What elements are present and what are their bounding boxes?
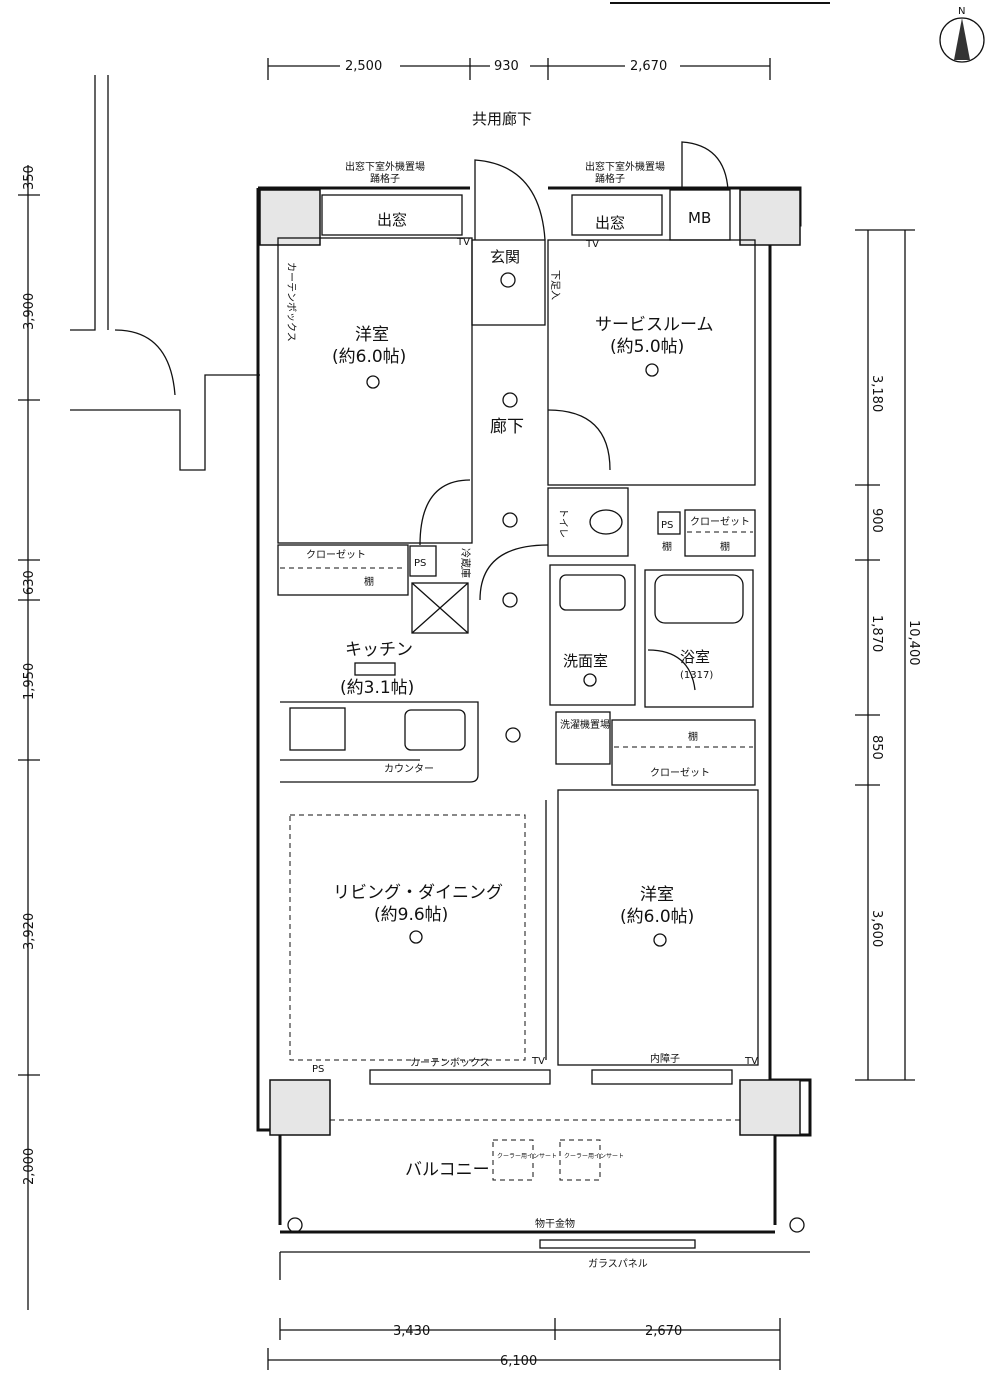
dim-bottom-1: 3,430	[393, 1324, 430, 1339]
closet-3-label: クローゼット	[650, 767, 710, 779]
ps-2-label: PS	[661, 520, 673, 531]
service-room-size: (約5.0帖)	[610, 337, 684, 357]
cooler-insert-2-label: クーラー用インサート	[564, 1153, 624, 1160]
window-bedroom-2	[591, 1069, 733, 1085]
living-dining: リビング・ダイニング (約9.6帖) カーテンボックス PS TV	[289, 800, 547, 1075]
fridge-label: 冷蔵庫	[459, 548, 472, 578]
living-size: (約9.6帖)	[374, 905, 448, 925]
bath-size: (1317)	[680, 670, 713, 681]
counter-label: カウンター	[384, 763, 434, 775]
tv-outlet-2: TV	[585, 239, 599, 250]
bay-window-right	[571, 194, 663, 236]
ps-1-label: PS	[414, 558, 426, 569]
closet-1-label: クローゼット	[306, 549, 366, 561]
bay-window-left	[321, 194, 463, 236]
hallway-label: 廊下	[490, 417, 524, 437]
bedroom-2-label: 洋室	[640, 885, 674, 905]
shelf-2-label: 棚	[662, 540, 672, 553]
dim-left-2: 3,900	[22, 293, 37, 330]
balcony-label: バルコニー	[405, 1160, 490, 1180]
dim-left-4: 1,950	[22, 663, 37, 700]
dim-left-1: 350	[22, 165, 37, 190]
entrance: 玄関 下足入	[471, 159, 561, 326]
shelf-4-label: 棚	[688, 730, 698, 743]
glass-panel-label: ガラスパネル	[588, 1258, 648, 1270]
bathroom	[644, 569, 754, 708]
cooler-insert-1-label: クーラー用インサート	[497, 1153, 557, 1160]
tv-outlet-1: TV	[456, 237, 470, 248]
dim-bottom-2: 2,670	[645, 1324, 682, 1339]
closet-2-label: クローゼット	[690, 516, 750, 528]
bay-window-left-label: 出窓	[377, 211, 407, 229]
dim-right-4: 850	[869, 735, 884, 760]
kitchen: キッチン (約3.1帖) カウンター	[280, 640, 521, 783]
dim-right-1: 3,180	[869, 375, 884, 412]
kitchen-size: (約3.1帖)	[340, 678, 414, 698]
dim-left-5: 3,920	[22, 913, 37, 950]
tv-outlet-3: TV	[531, 1056, 545, 1067]
north-compass-icon: N	[939, 6, 985, 63]
dim-top-2: 930	[494, 59, 519, 74]
dim-top-3: 2,670	[630, 59, 667, 74]
bedroom-2: 洋室 (約6.0帖) 内障子 TV	[557, 789, 759, 1067]
balcony: バルコニー クーラー用インサート クーラー用インサート 物干金物 ガラスパネル	[279, 1119, 810, 1280]
exterior-walls	[256, 186, 812, 1225]
right-dimensions: 3,180 900 1,870 850 3,600 10,400	[855, 229, 921, 1081]
living-label: リビング・ダイニング	[333, 883, 503, 903]
bedroom-1: カーテンボックス 洋室 (約6.0帖) TV	[277, 237, 473, 546]
dim-right-3: 1,870	[869, 615, 884, 652]
dim-right-2: 900	[869, 508, 884, 533]
meter-box-label: MB	[688, 209, 711, 227]
washroom	[549, 564, 636, 706]
dim-bottom-total: 6,100	[500, 1354, 537, 1369]
toilet	[547, 487, 629, 557]
dim-left-3: 630	[22, 570, 37, 595]
tv-outlet-4: TV	[744, 1056, 758, 1067]
north-label: N	[958, 6, 965, 17]
drying-hardware-label: 物干金物	[535, 1217, 575, 1230]
bedroom-2-size: (約6.0帖)	[620, 907, 694, 927]
service-room: サービスルーム (約5.0帖) TV	[547, 239, 756, 486]
curtain-box-left-label: カーテンボックス	[285, 262, 297, 342]
bay-left-note: 出窓下室外機置場	[345, 160, 425, 173]
curtain-box-bottom-label: カーテンボックス	[410, 1057, 490, 1069]
front-door[interactable]	[474, 159, 546, 241]
dim-right-total: 10,400	[906, 620, 921, 666]
dim-top-1: 2,500	[345, 59, 382, 74]
common-corridor-label: 共用廊下	[472, 110, 532, 128]
left-dimensions: 350 3,900 630 1,950 3,920 2,000	[18, 165, 40, 1310]
toilet-label: トイレ	[557, 508, 568, 538]
inner-shoji-label: 内障子	[650, 1052, 680, 1065]
bay-window-right-label: 出窓	[595, 214, 625, 232]
shelf-1-label: 棚	[364, 575, 374, 588]
bedroom-1-size: (約6.0帖)	[332, 347, 406, 367]
dim-left-6: 2,000	[22, 1148, 37, 1185]
laundry-label: 洗濯機置場	[560, 718, 610, 731]
kitchen-label: キッチン	[345, 640, 413, 660]
shoe-box-label: 下足入	[549, 270, 561, 300]
bedroom-1-label: 洋室	[355, 325, 389, 345]
bottom-dimensions: 3,430 2,670 6,100	[267, 1318, 781, 1370]
top-dimensions: 2,500 930 2,670	[267, 58, 771, 80]
bay-right-note: 出窓下室外機置場	[585, 160, 665, 173]
bay-right-lattice: 踊格子	[595, 172, 625, 185]
washroom-label: 洗面室	[563, 652, 608, 670]
entrance-label: 玄関	[490, 248, 520, 266]
window-living	[369, 1069, 551, 1085]
dim-right-5: 3,600	[869, 910, 884, 947]
neighbor-unit-walls	[70, 75, 260, 471]
ps-3-label: PS	[312, 1064, 324, 1075]
service-room-label: サービスルーム	[595, 315, 714, 335]
bath-label: 浴室	[680, 648, 710, 666]
shelf-3-label: 棚	[720, 540, 730, 553]
bay-left-lattice: 踊格子	[370, 172, 400, 185]
